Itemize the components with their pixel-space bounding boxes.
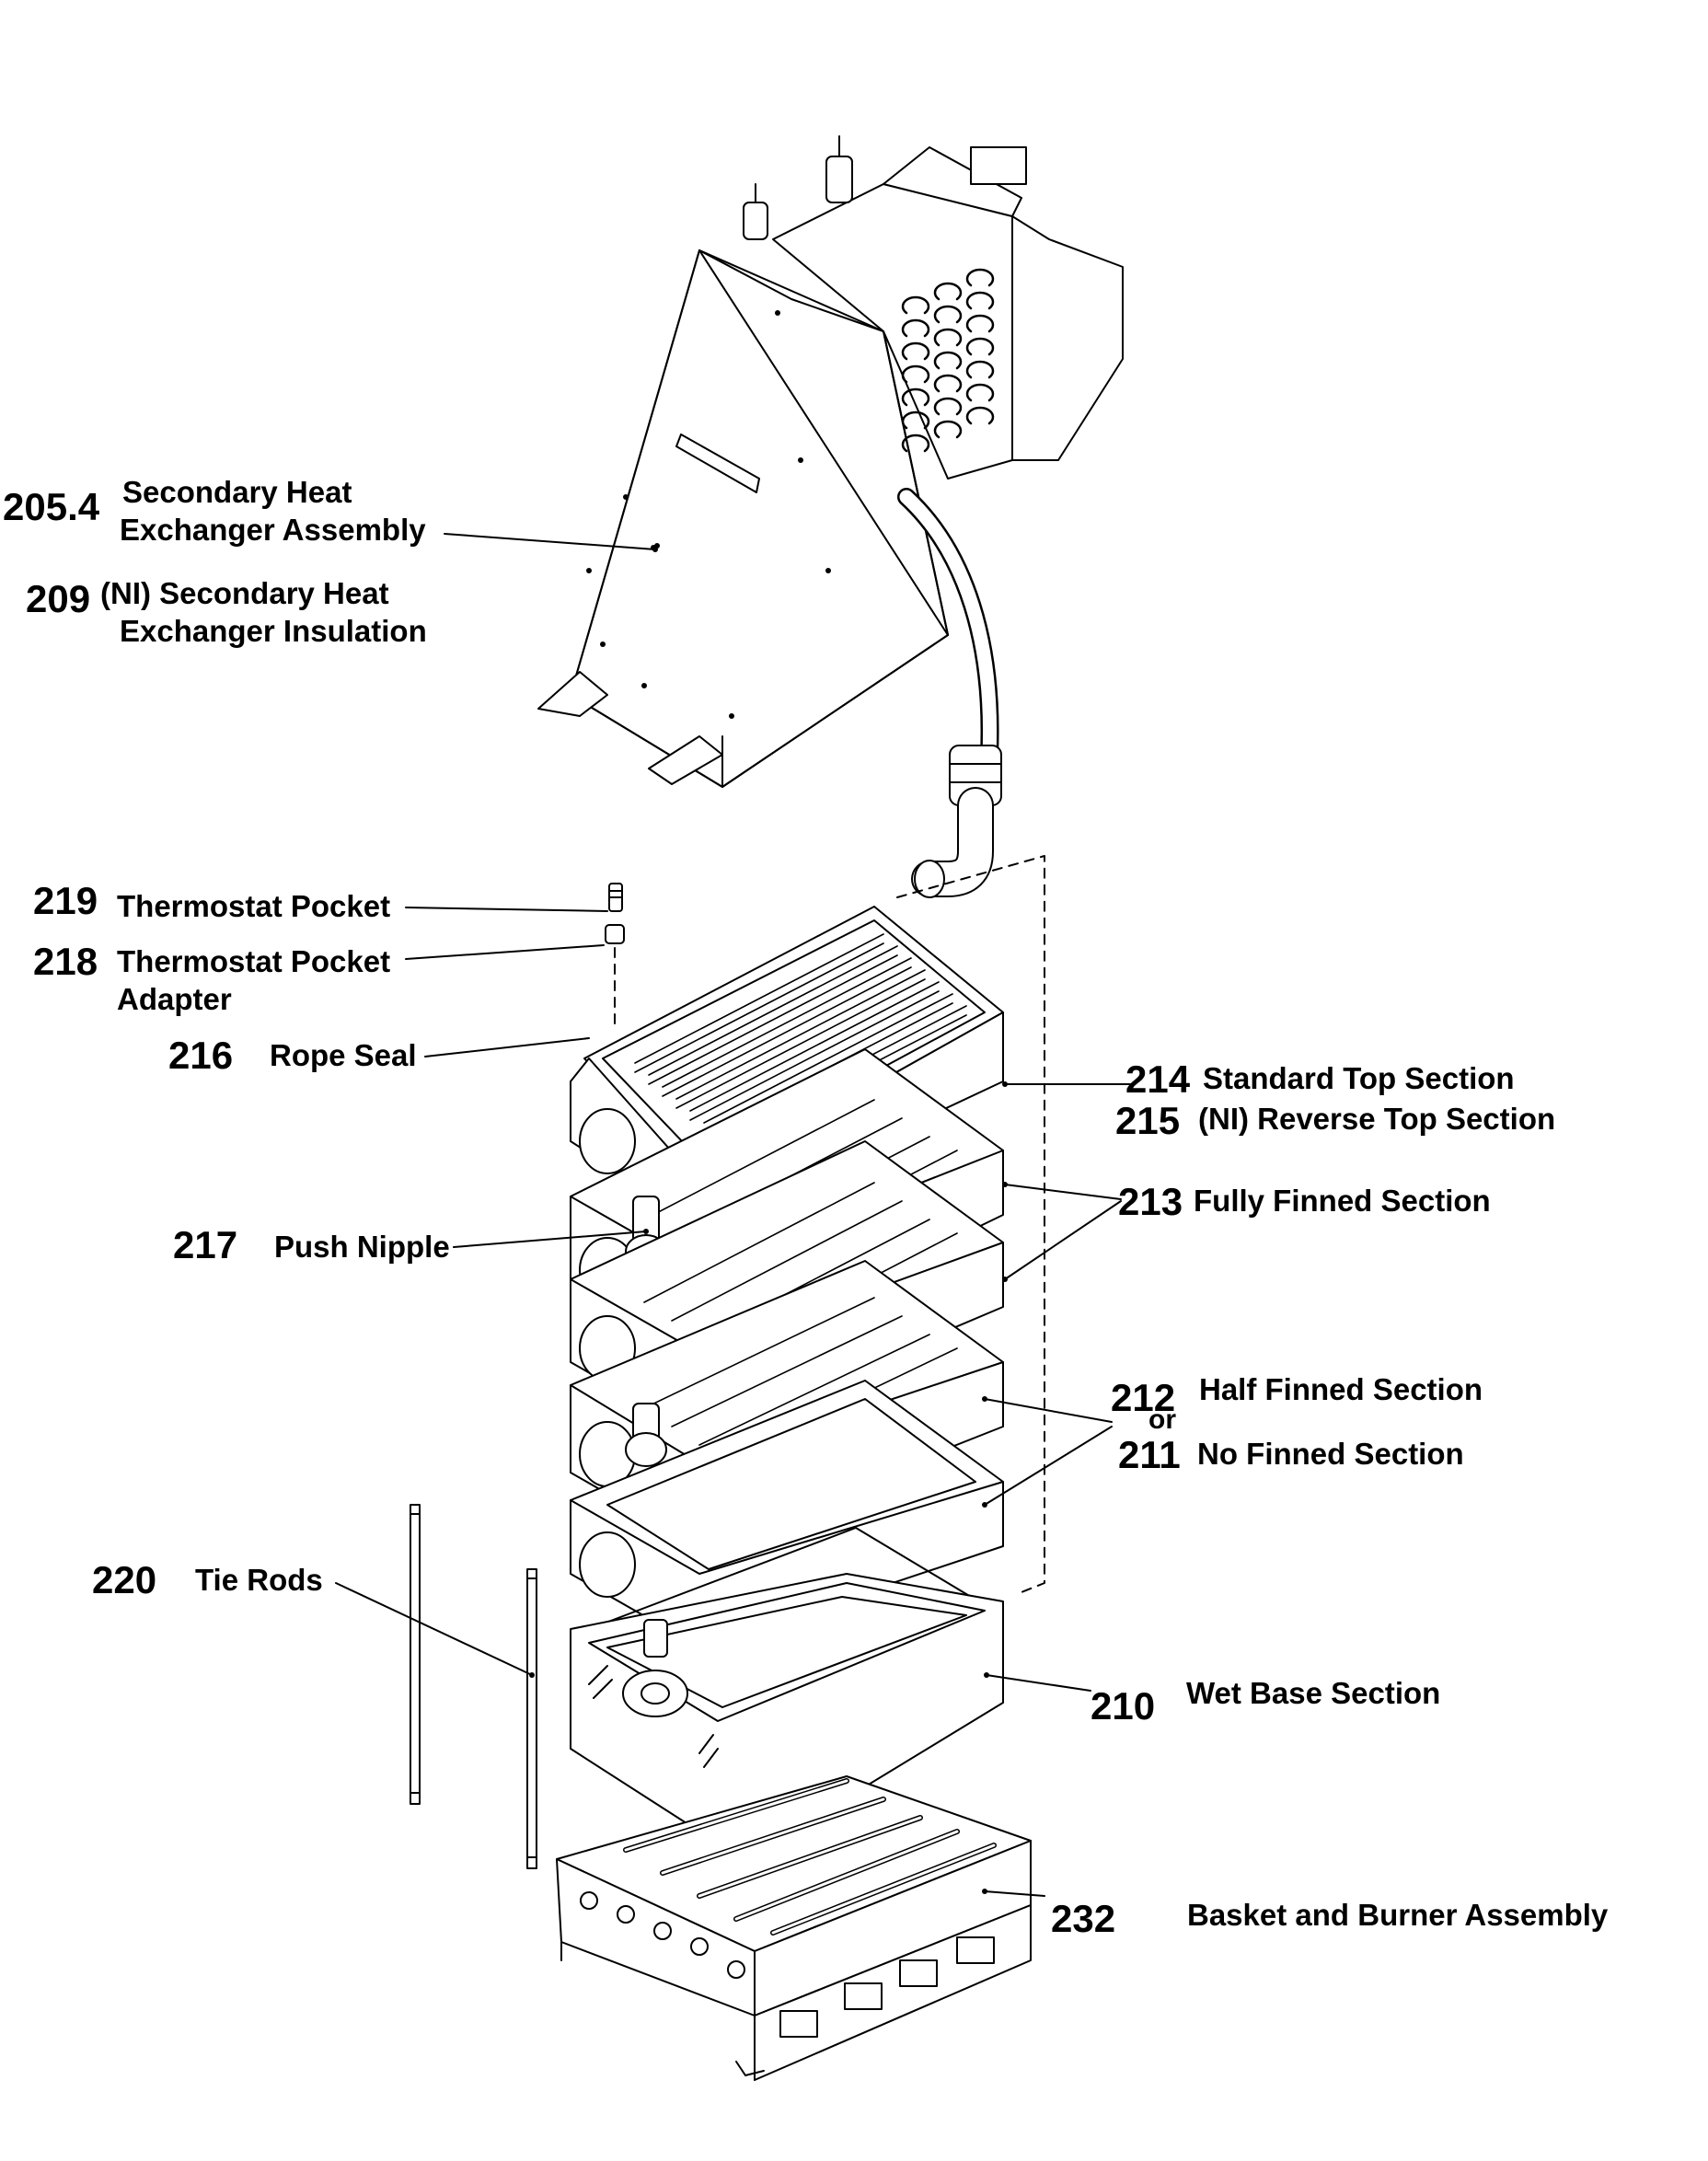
- callout-label-no-finned-section: No Finned Section: [1197, 1437, 1464, 1471]
- callout-number-220: 220: [92, 1558, 157, 1601]
- callout-label-exchanger-insulation: Exchanger Insulation: [120, 614, 427, 648]
- callout-label-thermostat-pocket-adapter-line2: Adapter: [117, 982, 232, 1016]
- callout-label-wet-base-section: Wet Base Section: [1186, 1676, 1441, 1710]
- callout-number-218: 218: [33, 940, 98, 983]
- callout-label-ni-secondary-heat: (NI) Secondary Heat: [100, 576, 389, 610]
- heat-exchanger-sections-drawing: [570, 906, 1004, 1832]
- callout-label-thermostat-pocket: Thermostat Pocket: [117, 889, 391, 923]
- callout-label-fully-finned-section: Fully Finned Section: [1194, 1184, 1491, 1218]
- callout-number-213: 213: [1118, 1180, 1183, 1223]
- callout-number-210: 210: [1091, 1684, 1156, 1728]
- callout-label-thermostat-pocket-adapter-line1: Thermostat Pocket: [117, 944, 391, 978]
- dashed-guide-lines: [614, 855, 1045, 1593]
- callout-label-basket-and-burner-assembly: Basket and Burner Assembly: [1187, 1898, 1609, 1932]
- callout-label-secondary-heat: Secondary Heat: [122, 475, 352, 509]
- tie-rods-drawing: [410, 1504, 537, 1869]
- callout-label-exchanger-assembly: Exchanger Assembly: [120, 513, 426, 547]
- callout-number-219: 219: [33, 879, 98, 922]
- callout-number-214: 214: [1125, 1057, 1191, 1101]
- callout-number-205-4: 205.4: [3, 485, 100, 528]
- callout-number-215: 215: [1115, 1099, 1181, 1142]
- callout-number-217: 217: [173, 1223, 238, 1266]
- basket-burner-drawing: [556, 1775, 1032, 2081]
- callout-number-212: 212: [1111, 1376, 1176, 1419]
- callout-number-209: 209: [26, 577, 91, 620]
- callout-or-label: or: [1148, 1404, 1176, 1435]
- callout-number-232: 232: [1051, 1897, 1116, 1940]
- callout-label-push-nipple: Push Nipple: [274, 1230, 450, 1264]
- secondary-heat-exchanger-drawing: [537, 135, 1124, 898]
- callout-label-half-finned-section: Half Finned Section: [1199, 1372, 1483, 1406]
- callout-label-reverse-top-section: (NI) Reverse Top Section: [1198, 1102, 1556, 1136]
- callout-number-216: 216: [168, 1034, 234, 1077]
- leader-lines: [335, 533, 1131, 1897]
- callout-number-211: 211: [1118, 1433, 1181, 1476]
- callout-label-standard-top-section: Standard Top Section: [1203, 1061, 1515, 1095]
- callout-label-tie-rods: Tie Rods: [195, 1563, 323, 1597]
- callout-label-rope-seal: Rope Seal: [270, 1038, 417, 1072]
- thermostat-pocket-drawing: [605, 883, 625, 944]
